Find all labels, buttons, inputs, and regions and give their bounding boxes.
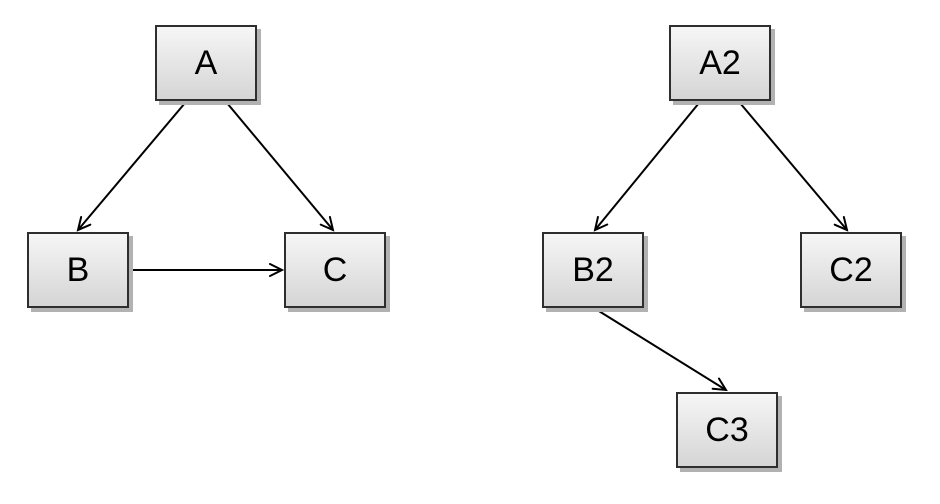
node-A[interactable]: A — [155, 25, 257, 101]
node-A2[interactable]: A2 — [669, 25, 771, 101]
node-C[interactable]: C — [284, 232, 386, 308]
node-label-C2: C2 — [829, 251, 873, 289]
node-label-C: C — [322, 251, 348, 289]
edge-A-C — [226, 102, 333, 230]
edge-A2-B2 — [595, 102, 700, 230]
node-label-C3: C3 — [705, 411, 749, 449]
node-B[interactable]: B — [27, 232, 129, 308]
edge-A-B — [78, 102, 186, 230]
node-B2[interactable]: B2 — [542, 232, 644, 308]
node-label-A: A — [194, 44, 218, 82]
node-C2[interactable]: C2 — [800, 232, 902, 308]
edge-A2-C2 — [739, 102, 847, 230]
node-label-B2: B2 — [572, 251, 614, 289]
node-label-A2: A2 — [699, 44, 741, 82]
node-C3[interactable]: C3 — [676, 392, 778, 468]
node-label-B: B — [66, 251, 90, 289]
edge-B2-C3 — [593, 307, 726, 390]
